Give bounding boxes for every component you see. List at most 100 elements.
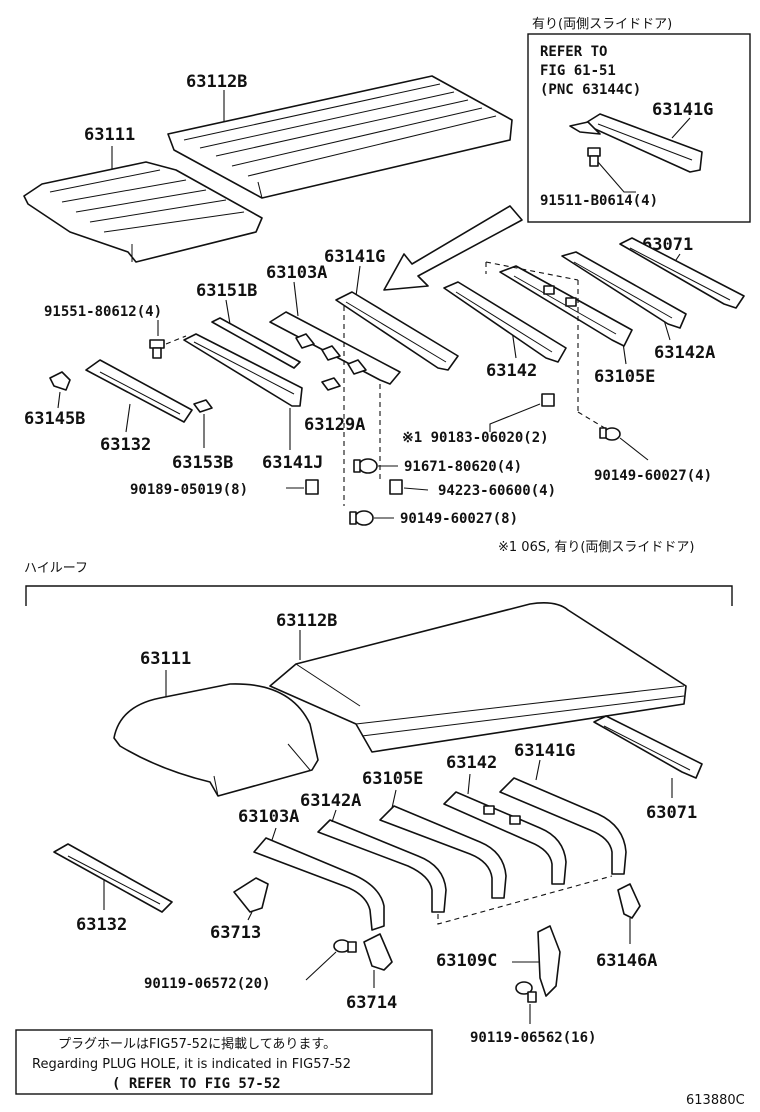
nut-94223: [389, 479, 403, 495]
roof-panel-63111: [23, 161, 263, 263]
direction-arrow: [383, 205, 523, 291]
label-63105e: 63105E: [594, 367, 655, 387]
roof-bow-63071: [619, 237, 745, 309]
leader-63142-hr: [467, 773, 471, 795]
figure-code: 613880C: [686, 1093, 745, 1108]
high-roof-panel-63112b: [269, 602, 687, 753]
inset-screw: [587, 147, 601, 167]
bolt-90119-20: [333, 939, 357, 953]
inset-bracket: [569, 121, 601, 135]
leader-63103a-hr: [271, 827, 277, 841]
leader-inset-91511: [597, 161, 636, 193]
label-63105e-hr: 63105E: [362, 769, 423, 789]
bracket-63109c: [537, 925, 561, 997]
label-90119-20: 90119-06572(20): [144, 976, 270, 992]
label-63112b-hr: 63112B: [276, 611, 337, 631]
high-roof-bow-63142: [443, 791, 567, 885]
leader-63141g: [355, 265, 361, 297]
pad-63153b: [193, 399, 213, 413]
plug-note-line1: プラグホールはFIG57-52に掲載してあります。: [58, 1036, 336, 1052]
footnote: ※1 06S, 有り(両側スライドドア): [498, 540, 695, 555]
label-63714: 63714: [346, 993, 397, 1013]
label-63112b: 63112B: [186, 72, 247, 92]
label-63142a: 63142A: [654, 343, 715, 363]
high-roof-panel-63111: [113, 683, 319, 797]
inset-refer-line3: (PNC 63144C): [540, 82, 641, 98]
label-63142: 63142: [486, 361, 537, 381]
high-roof-bow-63142a: [317, 819, 447, 913]
label-90189: 90189-05019(8): [130, 482, 248, 498]
high-roof-bow-63071: [593, 715, 703, 779]
leader-63103a: [293, 281, 299, 317]
label-63103a: 63103A: [266, 263, 327, 283]
leader-63151b: [225, 299, 231, 325]
label-94223: 94223-60600(4): [438, 483, 556, 499]
plug-note-line3: ( REFER TO FIG 57-52: [112, 1076, 281, 1092]
high-roof-reinforcement-63132: [53, 843, 173, 913]
roof-panel-63112b: [167, 75, 513, 199]
high-roof-bow-63103a: [253, 837, 385, 931]
dash-line-e: [577, 411, 609, 431]
leader-63132: [125, 403, 131, 433]
roof-bow-63142a: [561, 251, 687, 329]
roof-bow-63141g: [335, 291, 459, 371]
label-90119-16: 90119-06562(16): [470, 1030, 596, 1046]
clip-90183: [541, 393, 555, 407]
inset-bow-63141g: [583, 113, 703, 173]
pad-63129a: [321, 377, 341, 391]
label-63151b: 63151B: [196, 281, 257, 301]
inset-refer-line1: REFER TO: [540, 44, 607, 60]
leader-90119-20: [305, 951, 337, 981]
label-63111: 63111: [84, 125, 135, 145]
leader-90149-right: [619, 437, 649, 461]
leader-inset-141g: [671, 117, 691, 139]
bolt-91551: [149, 339, 165, 359]
dash-91551: [165, 335, 187, 345]
label-63141g: 63141G: [324, 247, 385, 267]
plug-note-box: [15, 1029, 433, 1095]
bolt-91671: [353, 458, 378, 474]
label-63142a-hr: 63142A: [300, 791, 361, 811]
bolt-90149-bottom: [349, 510, 374, 526]
label-63141g-hr: 63141G: [514, 741, 575, 761]
roof-bow-63141j: [183, 333, 303, 407]
label-63132: 63132: [100, 435, 151, 455]
section-bracket: [25, 585, 733, 606]
inset-refer-line2: FIG 61-51: [540, 63, 616, 79]
leader-63142a-hr: [331, 809, 337, 823]
dash-line-c: [485, 261, 579, 281]
bolt-90119-16: [515, 981, 537, 1003]
roof-bow-63142: [443, 281, 567, 363]
inset-box: [527, 33, 751, 223]
leader-63713: [247, 911, 253, 921]
bolt-90149-right: [599, 427, 621, 441]
inset-caption: 有り(両側スライドドア): [532, 17, 672, 32]
bracket-63713: [233, 877, 269, 913]
label-63141j: 63141J: [262, 453, 323, 473]
inset-label-63141g: 63141G: [652, 100, 713, 120]
high-roof-bow-63141g: [499, 777, 627, 875]
label-63111-hr: 63111: [140, 649, 191, 669]
label-63153b: 63153B: [172, 453, 233, 473]
label-90183: ※1 90183-06020(2): [402, 430, 549, 446]
label-91671: 91671-80620(4): [404, 459, 522, 475]
label-63129a: 63129A: [304, 415, 365, 435]
label-63109c: 63109C: [436, 951, 497, 971]
leader-63141g-hr: [535, 759, 541, 781]
leader-63145b: [57, 391, 61, 409]
leader-94223: [403, 487, 429, 491]
reinforcement-63151b: [211, 317, 301, 369]
bracket-63714: [363, 933, 393, 971]
leader-63142a: [663, 319, 671, 341]
bracket-63146a: [617, 883, 641, 919]
label-63145b: 63145B: [24, 409, 85, 429]
label-90149-right: 90149-60027(4): [594, 468, 712, 484]
bracket-63145b: [49, 371, 71, 391]
dash-line-hr: [437, 875, 613, 925]
section-title: ハイルーフ: [24, 561, 88, 576]
inset-label-91511: 91511-B0614(4): [540, 193, 658, 209]
label-63713: 63713: [210, 923, 261, 943]
leader-63105e-hr: [391, 789, 397, 809]
reinforcement-63132: [85, 359, 193, 423]
